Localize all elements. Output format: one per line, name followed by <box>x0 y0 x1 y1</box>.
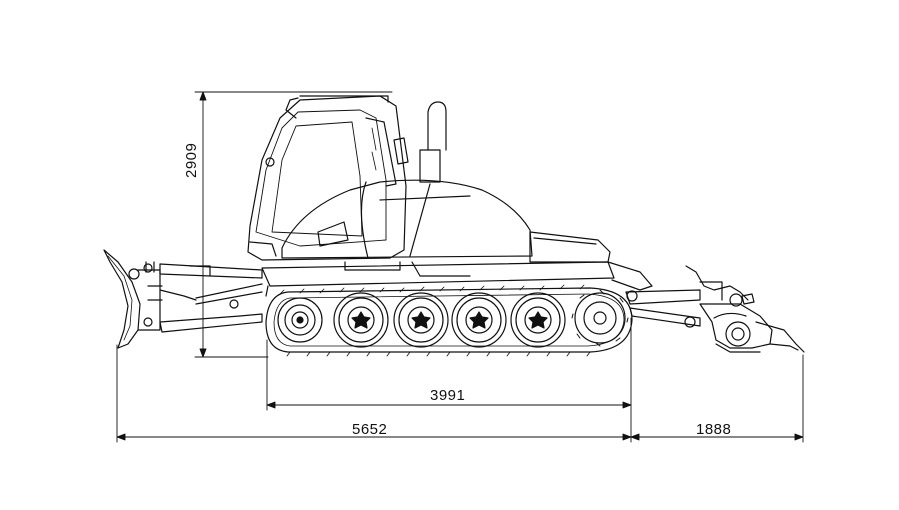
front-blade <box>103 249 263 349</box>
drive-sprocket <box>571 289 629 347</box>
rear-tiller <box>625 265 805 353</box>
dimension-lines <box>116 91 804 443</box>
chassis-body <box>261 101 653 297</box>
overall-front-dimension-label: 5652 <box>352 421 388 438</box>
height-dimension-label: 2909 <box>183 142 200 178</box>
track-length-dimension-label: 3991 <box>430 387 466 404</box>
road-wheel <box>510 292 566 348</box>
road-wheel <box>333 292 389 348</box>
track-assembly <box>265 284 633 357</box>
road-wheel <box>393 292 449 348</box>
rear-tiller-dimension-label: 1888 <box>696 421 732 438</box>
road-wheel <box>451 292 507 348</box>
cabin <box>247 95 409 261</box>
